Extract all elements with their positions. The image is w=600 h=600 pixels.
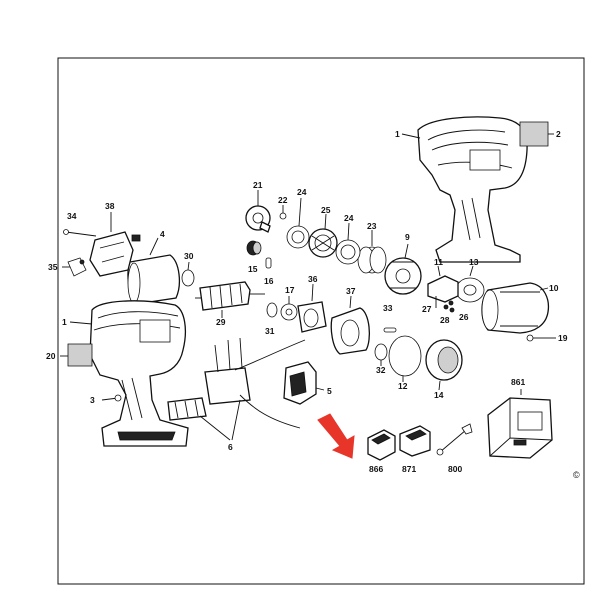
- spindle-21: [245, 205, 271, 233]
- motor-can-4: [127, 254, 181, 305]
- label-26: 26: [459, 312, 469, 322]
- screw-3: [101, 394, 122, 402]
- label-3: 3: [90, 395, 95, 405]
- pin-16: [265, 257, 272, 269]
- label-20: 20: [46, 351, 56, 361]
- housing-half-left: [89, 300, 189, 447]
- label-9: 9: [405, 232, 410, 242]
- pin-33: [383, 327, 397, 333]
- bit-800: [436, 423, 473, 456]
- label-10: 10: [549, 283, 559, 293]
- label-22: 22: [278, 195, 288, 205]
- label-1-left: 1: [62, 317, 67, 327]
- pins: [443, 300, 455, 313]
- highlight-arrow-icon: [317, 413, 355, 459]
- label-4: 4: [160, 229, 165, 239]
- ball-22: [279, 212, 287, 220]
- label-1-top: 1: [395, 129, 400, 139]
- switch-assembly-6: [167, 337, 306, 429]
- washer-13: [455, 277, 485, 303]
- armature-29: [195, 281, 265, 311]
- copyright-symbol: ©: [573, 470, 580, 480]
- label-29: 29: [216, 317, 226, 327]
- label-861: 861: [511, 377, 525, 387]
- label-plate-left: [67, 343, 93, 367]
- label-17: 17: [285, 285, 295, 295]
- label-32: 32: [376, 365, 386, 375]
- label-27: 27: [422, 304, 432, 314]
- label-37: 37: [346, 286, 356, 296]
- washer-31: [266, 302, 278, 318]
- label-19: 19: [558, 333, 568, 343]
- label-33: 33: [383, 303, 393, 313]
- label-16: 16: [264, 276, 274, 286]
- label-plate-top: [519, 121, 549, 147]
- washer-32: [374, 343, 388, 361]
- label-23: 23: [367, 221, 377, 231]
- screw-19: [526, 334, 548, 342]
- label-38: 38: [105, 201, 115, 211]
- screw-34: [63, 229, 97, 237]
- housing-half-right: [417, 116, 528, 263]
- carry-case-861: [487, 397, 553, 459]
- o-ring-12: [388, 335, 422, 377]
- washer-24b: [335, 239, 361, 265]
- label-30: 30: [184, 251, 194, 261]
- label-6: 6: [228, 442, 233, 452]
- label-21: 21: [253, 180, 263, 190]
- charger-871: [399, 425, 431, 457]
- page-frame: [57, 57, 585, 585]
- label-35: 35: [48, 262, 58, 272]
- ring-gear-36: [297, 301, 327, 333]
- brush-holder-38: [89, 231, 141, 277]
- label-28: 28: [440, 315, 450, 325]
- ring-gear-37: [330, 307, 371, 355]
- hammer-9: [384, 257, 422, 295]
- label-31: 31: [265, 326, 275, 336]
- label-14: 14: [434, 390, 444, 400]
- label-800: 800: [448, 464, 462, 474]
- label-15: 15: [248, 264, 258, 274]
- battery-866: [367, 429, 396, 461]
- spring-23: [357, 246, 387, 274]
- gear-case: [481, 282, 550, 334]
- washer-24a: [286, 225, 310, 249]
- label-2: 2: [556, 129, 561, 139]
- washer-17: [280, 303, 298, 321]
- label-34: 34: [67, 211, 77, 221]
- label-5: 5: [327, 386, 332, 396]
- washer-30: [181, 269, 195, 287]
- label-13: 13: [469, 257, 479, 267]
- label-866: 866: [369, 464, 383, 474]
- label-25: 25: [321, 205, 331, 215]
- anvil-11: [427, 275, 459, 308]
- bearing-25: [308, 228, 338, 258]
- direction-switch-5: [283, 361, 317, 405]
- ring-14: [425, 339, 463, 381]
- label-871: 871: [402, 464, 416, 474]
- gear-15: [246, 240, 262, 256]
- label-11: 11: [434, 257, 443, 267]
- brush-35: [67, 257, 87, 277]
- label-12: 12: [398, 381, 408, 391]
- label-24a: 24: [297, 187, 307, 197]
- label-24b: 24: [344, 213, 354, 223]
- label-36: 36: [308, 274, 318, 284]
